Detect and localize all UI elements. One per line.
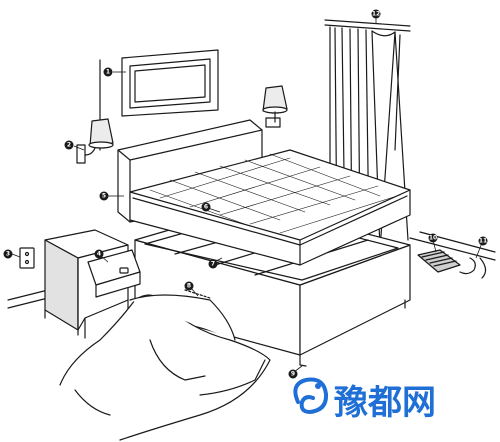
marker-circle <box>478 236 488 246</box>
marker-circle <box>94 249 104 259</box>
floor-vent <box>417 249 461 273</box>
marker-label: 1 <box>106 69 110 76</box>
mattress <box>129 149 411 266</box>
marker-11: 11 <box>478 236 488 246</box>
marker-circle <box>371 9 381 19</box>
marker-label: 11 <box>479 238 487 245</box>
marker-2: 2 <box>64 140 74 150</box>
marker-circle <box>428 233 438 243</box>
marker-circle <box>3 249 13 259</box>
marker-label: 10 <box>429 235 437 242</box>
marker-circle <box>99 191 109 201</box>
marker-6: 6 <box>201 202 211 212</box>
swirl-logo-icon <box>293 377 329 415</box>
marker-circle <box>208 259 218 269</box>
marker-12: 12 <box>371 9 381 19</box>
floor-cable <box>459 257 487 279</box>
marker-1: 1 <box>103 67 113 77</box>
marker-5: 5 <box>99 191 109 201</box>
mattress-quilting <box>149 153 401 234</box>
watermark-text: 豫都网 <box>334 383 436 423</box>
marker-9: 9 <box>288 369 298 379</box>
wall-floor-line-left <box>7 289 49 309</box>
marker-label: 8 <box>187 283 191 290</box>
marker-10: 10 <box>428 233 438 243</box>
marker-label: 9 <box>291 371 295 378</box>
marker-circle <box>64 140 74 150</box>
marker-7: 7 <box>208 259 218 269</box>
marker-label: 12 <box>372 11 380 18</box>
marker-8: 8 <box>184 281 194 291</box>
marker-label: 6 <box>204 204 208 211</box>
marker-label: 4 <box>97 251 101 258</box>
marker-circle <box>288 369 298 379</box>
nightstand <box>44 229 141 339</box>
marker-4: 4 <box>94 249 104 259</box>
marker-label: 3 <box>6 251 10 258</box>
wall-lamp-right <box>262 85 288 128</box>
electrical-outlet <box>19 247 35 269</box>
marker-label: 7 <box>211 261 215 268</box>
marker-circle <box>103 67 113 77</box>
marker-label: 5 <box>102 193 106 200</box>
marker-circle <box>184 281 194 291</box>
marker-label: 2 <box>67 142 71 149</box>
picture-frame <box>121 49 219 117</box>
marker-3: 3 <box>3 249 13 259</box>
wall-lamp-left <box>76 118 114 164</box>
watermark: 豫都网 <box>293 377 436 423</box>
marker-circle <box>201 202 211 212</box>
folded-quilt <box>59 289 271 441</box>
